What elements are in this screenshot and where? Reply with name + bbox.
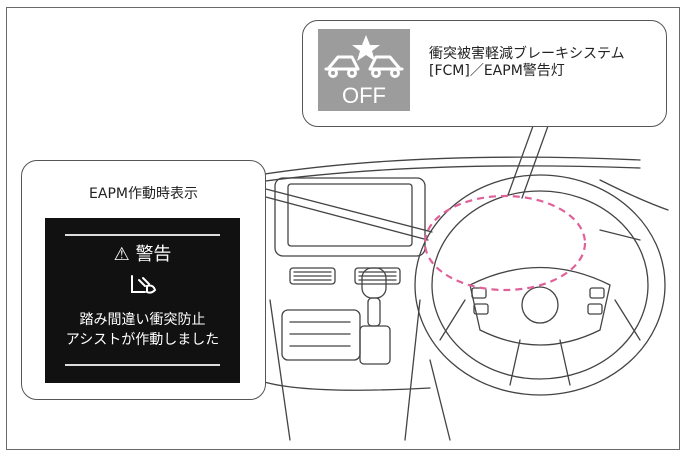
eapm-title: EAPM作動時表示 (89, 186, 198, 202)
warning-triangle-icon: ⚠ (113, 244, 130, 265)
center-display (274, 177, 426, 257)
fcm-label: 衝突被害軽減ブレーキシステム [FCM]／EAPM警告灯 (429, 46, 625, 80)
fcm-label-line1: 衝突被害軽減ブレーキシステム (429, 46, 625, 62)
fcm-warning-callout: OFF 衝突被害軽減ブレーキシステム [FCM]／EAPM警告灯 (302, 20, 667, 127)
figure-frame (6, 7, 680, 450)
screen-divider-top (65, 234, 220, 236)
pedal-misapplication-icon (129, 274, 157, 300)
meter-highlight (423, 194, 587, 292)
message-line2: アシストが作動しました (65, 332, 220, 348)
fcm-warning-icon: OFF (318, 29, 410, 111)
off-text: OFF (342, 83, 386, 108)
eapm-screen: ⚠ 警告 踏み間違い衝突防止 アシストが作動しました (45, 218, 240, 383)
message-line1: 踏み間違い衝突防止 (79, 312, 206, 328)
warning-title: 警告 (135, 244, 172, 265)
warning-header: ⚠ 警告 (45, 240, 240, 266)
warning-message: 踏み間違い衝突防止 アシストが作動しました (45, 310, 240, 350)
fcm-label-line2: [FCM]／EAPM警告灯 (429, 63, 565, 79)
eapm-display-callout: EAPM作動時表示 ⚠ 警告 踏み間違い衝突防止 アシストが作動しました (21, 160, 266, 400)
screen-divider-bottom (65, 364, 220, 366)
